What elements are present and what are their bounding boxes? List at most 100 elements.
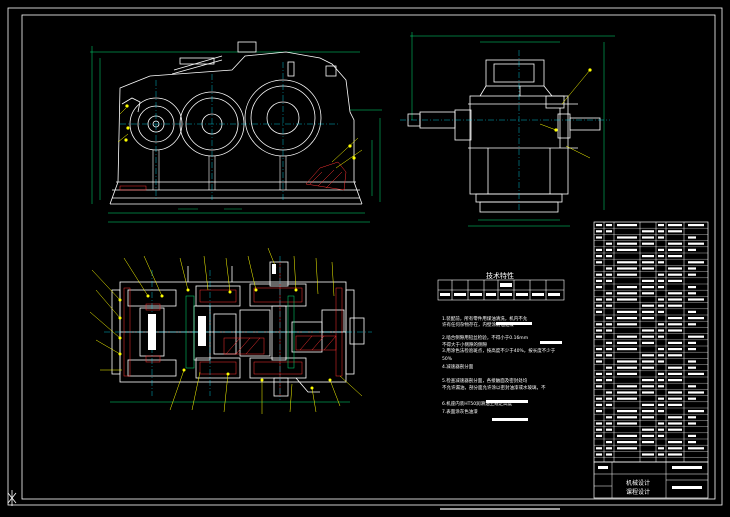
parts-cell-mark (606, 317, 612, 320)
parts-cell-mark (606, 341, 612, 344)
parts-cell-mark (617, 366, 637, 369)
parts-cell-mark (617, 391, 637, 394)
parts-cell-mark (617, 397, 637, 400)
side-view (400, 32, 615, 227)
parts-cell-mark (688, 348, 696, 351)
parts-cell-mark (596, 273, 602, 276)
parts-cell-mark (668, 317, 682, 320)
parts-cell-mark (688, 224, 704, 227)
parts-cell-mark (642, 410, 654, 413)
parts-cell-mark (642, 385, 654, 388)
tech-req-line-3: 2.啮合侧隙用铅丝检验，不得小于0.16mm (442, 334, 528, 341)
parts-cell-mark (658, 261, 664, 264)
parts-cell-mark (688, 366, 696, 369)
parts-cell-mark (642, 366, 654, 369)
parts-cell-mark (617, 248, 637, 251)
parts-cell-mark (688, 310, 696, 313)
tech-req-line-4: 不得大于小侧隙的侧隙 (442, 341, 487, 348)
parts-cell-mark (617, 273, 637, 276)
parts-cell-mark (658, 323, 664, 326)
parts-cell-mark (668, 372, 682, 375)
parts-cell-mark (642, 261, 654, 264)
parts-cell-mark (658, 348, 664, 351)
parts-cell-mark (642, 354, 654, 357)
parts-cell-mark (606, 397, 612, 400)
parts-cell-mark (617, 348, 637, 351)
parts-cell-mark (668, 224, 682, 227)
parts-cell-mark (668, 403, 682, 406)
parts-cell-mark (617, 298, 637, 301)
parts-cell-mark (606, 416, 612, 419)
parts-cell-mark (606, 255, 612, 258)
tech-req-line-11: 7.表面涂灰色油漆 (442, 408, 478, 415)
parts-cell-mark (606, 298, 612, 301)
parts-cell-mark (668, 416, 682, 419)
parts-cell-mark (658, 279, 664, 282)
parts-cell-mark (642, 416, 654, 419)
parts-cell-mark (642, 453, 654, 456)
parts-cell-mark (668, 304, 682, 307)
title-block: 机械设计 课程设计 (593, 461, 709, 499)
parts-cell-mark (617, 317, 637, 320)
parts-list (593, 221, 709, 463)
parts-cell-mark (688, 267, 696, 270)
parts-cell-mark (642, 379, 654, 382)
parts-cell-mark (617, 385, 637, 388)
parts-cell-mark (596, 329, 602, 332)
parts-cell-mark (617, 335, 637, 338)
parts-cell-mark (658, 447, 664, 450)
parts-cell-mark (688, 261, 704, 264)
parts-cell-mark (606, 422, 612, 425)
parts-cell-mark (688, 286, 696, 289)
parts-cell-mark (617, 416, 637, 419)
parts-cell-mark (658, 354, 664, 357)
parts-cell-mark (596, 323, 602, 326)
parts-cell-mark (596, 230, 602, 233)
parts-cell-mark (606, 279, 612, 282)
parts-cell-mark (596, 335, 602, 338)
parts-cell-mark (606, 441, 612, 444)
parts-cell-mark (617, 292, 637, 295)
parts-cell-mark (688, 416, 696, 419)
parts-cell-mark (658, 335, 664, 338)
parts-cell-mark (606, 242, 612, 245)
parts-cell-mark (606, 348, 612, 351)
parts-cell-mark (642, 341, 654, 344)
parts-cell-mark (642, 310, 654, 313)
parts-cell-mark (606, 323, 612, 326)
parts-cell-mark (658, 286, 664, 289)
parts-cell-mark (596, 385, 602, 388)
parts-cell-mark (668, 323, 682, 326)
parts-cell-mark (596, 279, 602, 282)
parts-cell-mark (668, 428, 682, 431)
parts-cell-mark (606, 354, 612, 357)
parts-cell-mark (688, 397, 696, 400)
parts-cell-mark (668, 453, 682, 456)
parts-cell-mark (668, 298, 682, 301)
tech-req-heading: 技术特性 (486, 271, 514, 280)
parts-cell-mark (658, 329, 664, 332)
parts-cell-mark (668, 391, 682, 394)
parts-cell-mark (617, 224, 637, 227)
parts-cell-mark (642, 255, 654, 258)
parts-cell-mark (606, 379, 612, 382)
parts-cell-mark (606, 329, 612, 332)
parts-cell-mark (668, 379, 682, 382)
parts-cell-mark (617, 242, 637, 245)
parts-cell-mark (668, 422, 682, 425)
parts-cell-mark (617, 441, 637, 444)
parts-cell-mark (688, 242, 704, 245)
parts-cell-mark (688, 434, 696, 437)
parts-cell-mark (606, 403, 612, 406)
parts-cell-mark (658, 230, 664, 233)
parts-cell-mark (658, 310, 664, 313)
parts-cell-mark (642, 441, 654, 444)
parts-cell-mark (617, 267, 637, 270)
parts-cell-mark (688, 248, 696, 251)
tech-req-line-2: 许有任何杂物存在，内壁涂耐油油漆 (442, 321, 514, 328)
parts-cell-mark (606, 304, 612, 307)
parts-cell-mark (642, 360, 654, 363)
parts-cell-mark (596, 304, 602, 307)
